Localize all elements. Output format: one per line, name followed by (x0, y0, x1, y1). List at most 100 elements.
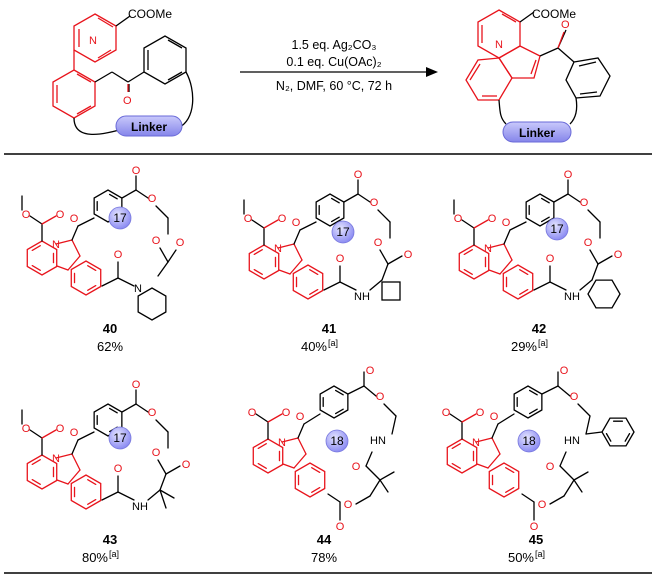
svg-text:N: N (472, 437, 480, 449)
product-atom-n: N (495, 39, 503, 51)
compound-yield-45: 50% (508, 550, 534, 565)
compound-note-42: [a] (538, 338, 548, 348)
svg-text:O: O (366, 365, 375, 377)
svg-text:O: O (132, 165, 141, 177)
svg-text:O: O (530, 521, 539, 533)
svg-text:O: O (354, 169, 363, 181)
svg-text:O: O (614, 249, 623, 261)
ring-size-ball-41 (331, 220, 355, 244)
svg-text:O: O (336, 253, 345, 265)
svg-text:O: O (182, 459, 191, 471)
svg-text:O: O (114, 249, 123, 261)
linker-label-start: Linker (131, 120, 167, 134)
compound-id-44: 44 (317, 532, 332, 547)
ring-size-44: 18 (330, 434, 344, 448)
ring-size-ball-40 (108, 206, 132, 230)
svg-text:O: O (22, 209, 31, 221)
svg-text:O: O (148, 407, 157, 419)
svg-text:N: N (278, 437, 286, 449)
condition-3: N₂, DMF, 60 °C, 72 h (276, 79, 392, 93)
svg-text:N: N (274, 243, 282, 255)
svg-text:O: O (374, 237, 383, 249)
svg-text:N: N (52, 239, 60, 251)
ring-size-41: 17 (336, 225, 350, 239)
svg-text:NH: NH (354, 291, 370, 303)
svg-text:O: O (454, 213, 463, 225)
linker-pill-product (502, 121, 572, 143)
condition-2: 0.1 eq. Cu(OAc)₂ (286, 55, 381, 69)
compound-note-43: [a] (109, 549, 119, 559)
ring-size-ball-43 (108, 426, 132, 450)
svg-text:O: O (538, 499, 547, 511)
atom-o-ketone: O (123, 95, 132, 107)
svg-text:O: O (476, 407, 485, 419)
product (465, 9, 611, 125)
svg-text:O: O (584, 237, 593, 249)
atom-n-pyridine: N (89, 35, 97, 47)
compound-yield-43: 80% (82, 550, 108, 565)
starting-material: O N (52, 13, 194, 136)
svg-text:O: O (570, 391, 579, 403)
svg-text:O: O (278, 213, 287, 225)
svg-text:HN: HN (564, 435, 580, 447)
svg-text:O: O (488, 213, 497, 225)
compound-id-43: 43 (103, 532, 117, 547)
svg-text:O: O (56, 423, 65, 435)
svg-text:HN: HN (370, 435, 386, 447)
compound-yield-41: 40% (301, 339, 327, 354)
svg-text:O: O (546, 461, 555, 473)
compound-note-41: [a] (328, 338, 338, 348)
svg-text:N: N (134, 283, 142, 295)
condition-1: 1.5 eq. Ag₂CO₃ (292, 38, 377, 52)
svg-text:O: O (344, 499, 353, 511)
svg-text:O: O (248, 407, 257, 419)
svg-text:O: O (490, 411, 499, 423)
svg-text:O: O (580, 197, 589, 209)
compound-note-45: [a] (535, 549, 545, 559)
svg-text:NH: NH (564, 291, 580, 303)
reaction-arrowhead (426, 67, 438, 77)
ring-size-42: 17 (550, 222, 564, 236)
svg-text:O: O (292, 217, 301, 229)
svg-text:O: O (244, 213, 253, 225)
ring-size-40: 17 (113, 211, 127, 225)
svg-text:O: O (296, 411, 305, 423)
start-ester-label: COOMe (128, 7, 172, 21)
svg-text:O: O (564, 169, 573, 181)
compound-id-40: 40 (103, 321, 117, 336)
svg-text:O: O (22, 423, 31, 435)
svg-text:O: O (546, 253, 555, 265)
compound-yield-44: 78% (311, 550, 337, 565)
compound-id-45: 45 (529, 532, 543, 547)
svg-text:O: O (152, 447, 161, 459)
svg-text:O: O (370, 197, 379, 209)
linker-pill-start (115, 115, 183, 137)
svg-text:O: O (560, 365, 569, 377)
svg-text:O: O (282, 407, 291, 419)
svg-text:O: O (114, 463, 123, 475)
svg-text:O: O (502, 217, 511, 229)
ring-size-43: 17 (113, 431, 127, 445)
compound-yield-40: 62% (97, 339, 123, 354)
svg-text:O: O (352, 461, 361, 473)
svg-text:N: N (484, 243, 492, 255)
svg-text:O: O (148, 193, 157, 205)
ring-size-45: 18 (522, 434, 536, 448)
compound-id-42: 42 (532, 321, 546, 336)
svg-text:O: O (176, 237, 185, 249)
ring-size-ball-45 (517, 429, 541, 453)
ring-size-ball-42 (545, 217, 569, 241)
compound-yield-42: 29% (511, 339, 537, 354)
compound-id-41: 41 (322, 321, 336, 336)
ring-size-ball-44 (325, 429, 349, 453)
svg-text:O: O (132, 379, 141, 391)
product-ester-label: COOMe (532, 7, 576, 21)
linker-label-product: Linker (519, 126, 555, 140)
